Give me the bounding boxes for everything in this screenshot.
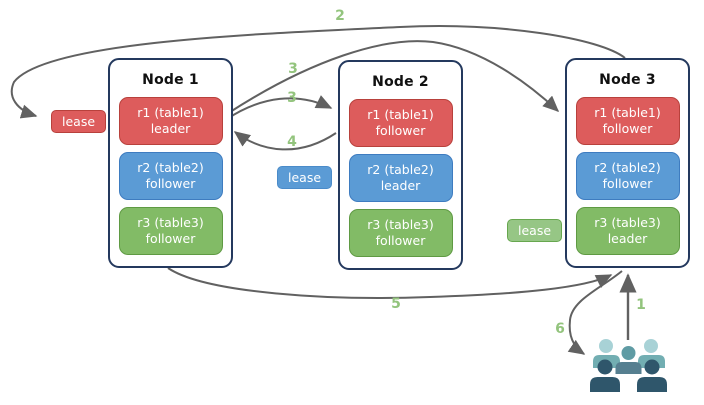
node-1-replica-r3: r3 (table3) follower [118, 207, 223, 255]
step-label-3-upper: 3 [288, 61, 298, 77]
step-label-5: 5 [391, 296, 401, 312]
replica-role: leader [150, 121, 191, 136]
node-1-replica-r2: r2 (table2) follower [118, 152, 223, 200]
lease-badge-table3: lease [507, 219, 563, 242]
node-1-replica-r1: r1 (table1) leader [118, 97, 223, 145]
node-1-title: Node 1 [142, 72, 199, 88]
users-group-icon [590, 339, 667, 392]
replica-role: follower [602, 121, 653, 136]
replica-name: r1 (table1) [594, 105, 661, 120]
arrow-step-4 [233, 131, 337, 151]
arrow-step-6 [567, 270, 623, 355]
replica-name: r3 (table3) [137, 215, 204, 230]
replica-name: r2 (table2) [594, 160, 661, 175]
replica-role: follower [375, 233, 426, 248]
node-2-replica-r3: r3 (table3) follower [348, 209, 453, 257]
node-3-replica-r3: r3 (table3) leader [575, 207, 680, 255]
step-label-1: 1 [636, 297, 646, 313]
arrow-step-2 [10, 25, 626, 119]
replica-role: follower [145, 231, 196, 246]
node-2-replica-r1: r1 (table1) follower [348, 99, 453, 147]
node-3-replica-r1: r1 (table1) follower [575, 97, 680, 145]
arrow-step-3-to-node2 [226, 95, 333, 120]
replica-role: follower [145, 176, 196, 191]
node-2: Node 2 r1 (table1) follower r2 (table2) … [338, 60, 463, 270]
lease-badge-table1: lease [51, 110, 107, 133]
replica-name: r1 (table1) [367, 107, 434, 122]
step-label-2: 2 [335, 8, 345, 24]
replica-role: leader [380, 178, 421, 193]
replica-name: r3 (table3) [594, 215, 661, 230]
node-3-replica-r2: r2 (table2) follower [575, 152, 680, 200]
step-label-6: 6 [555, 321, 565, 337]
replica-role: follower [602, 176, 653, 191]
replica-name: r1 (table1) [137, 105, 204, 120]
node-3: Node 3 r1 (table1) follower r2 (table2) … [565, 58, 690, 268]
node-1: Node 1 r1 (table1) leader r2 (table2) fo… [108, 58, 233, 268]
replica-name: r2 (table2) [137, 160, 204, 175]
replica-name: r3 (table3) [367, 217, 434, 232]
arrow-step-5 [167, 267, 613, 299]
node-2-replica-r2: r2 (table2) leader [348, 154, 453, 202]
node-3-title: Node 3 [599, 72, 656, 88]
lease-badge-table2: lease [277, 166, 333, 189]
replica-name: r2 (table2) [367, 162, 434, 177]
replica-role: leader [607, 231, 648, 246]
step-label-3-lower: 3 [287, 90, 297, 106]
node-2-title: Node 2 [372, 74, 429, 90]
step-label-4: 4 [287, 134, 297, 150]
replica-role: follower [375, 123, 426, 138]
